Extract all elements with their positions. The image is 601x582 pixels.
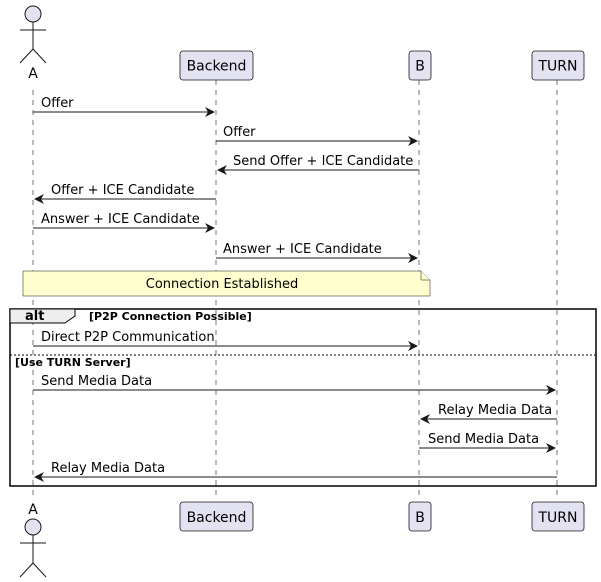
svg-text:B: B	[415, 510, 425, 526]
message-turn-4: Relay Media Data	[34, 461, 557, 482]
svg-text:Direct P2P Communication: Direct P2P Communication	[41, 330, 215, 345]
alt-frame: alt [P2P Connection Possible] [Use TURN …	[9, 308, 597, 487]
svg-text:Relay Media Data: Relay Media Data	[51, 461, 165, 476]
svg-text:TURN: TURN	[538, 510, 578, 526]
message-2: Offer	[216, 125, 418, 146]
alt-keyword: alt	[25, 309, 44, 324]
participant-turn-label: TURN	[538, 59, 578, 75]
participant-turn-bottom: TURN	[531, 501, 585, 532]
svg-text:Send Media Data: Send Media Data	[41, 374, 152, 389]
message-turn-1: Send Media Data	[33, 374, 556, 395]
message-4: Offer + ICE Candidate	[34, 183, 216, 204]
actor-icon	[24, 5, 42, 23]
svg-text:Send Media Data: Send Media Data	[428, 432, 539, 447]
svg-text:Answer + ICE Candidate: Answer + ICE Candidate	[223, 242, 382, 257]
participant-backend-top: Backend	[179, 50, 254, 81]
svg-text:Send Offer + ICE Candidate: Send Offer + ICE Candidate	[233, 154, 413, 169]
alt-guard-1: [P2P Connection Possible]	[89, 310, 252, 323]
note-text: Connection Established	[146, 277, 298, 292]
svg-text:Answer + ICE Candidate: Answer + ICE Candidate	[41, 212, 200, 227]
message-turn-2: Relay Media Data	[420, 403, 557, 424]
svg-text:Offer: Offer	[223, 125, 256, 140]
message-1: Offer	[33, 96, 215, 117]
actor-a-label: A	[28, 66, 38, 82]
actor-a-bottom: A	[19, 502, 47, 578]
note-connection-established: Connection Established	[22, 270, 431, 297]
participant-backend-label: Backend	[187, 59, 247, 75]
svg-text:Backend: Backend	[187, 510, 247, 526]
actor-icon	[24, 518, 42, 536]
svg-text:Relay Media Data: Relay Media Data	[438, 403, 552, 418]
message-p2p: Direct P2P Communication	[33, 330, 418, 351]
message-6: Answer + ICE Candidate	[216, 242, 418, 263]
message-turn-3: Send Media Data	[419, 432, 556, 453]
alt-guard-2: [Use TURN Server]	[15, 356, 131, 369]
svg-text:Offer: Offer	[41, 96, 74, 111]
participant-b-top: B	[408, 50, 432, 81]
participant-b-bottom: B	[408, 501, 432, 532]
message-5: Answer + ICE Candidate	[33, 212, 215, 233]
svg-text:Offer + ICE Candidate: Offer + ICE Candidate	[51, 183, 194, 198]
participant-b-label: B	[415, 59, 425, 75]
participant-turn-top: TURN	[531, 50, 585, 81]
participant-backend-bottom: Backend	[179, 501, 254, 532]
message-3: Send Offer + ICE Candidate	[217, 154, 419, 175]
svg-text:A: A	[28, 502, 38, 518]
actor-a-top: A	[19, 5, 47, 82]
